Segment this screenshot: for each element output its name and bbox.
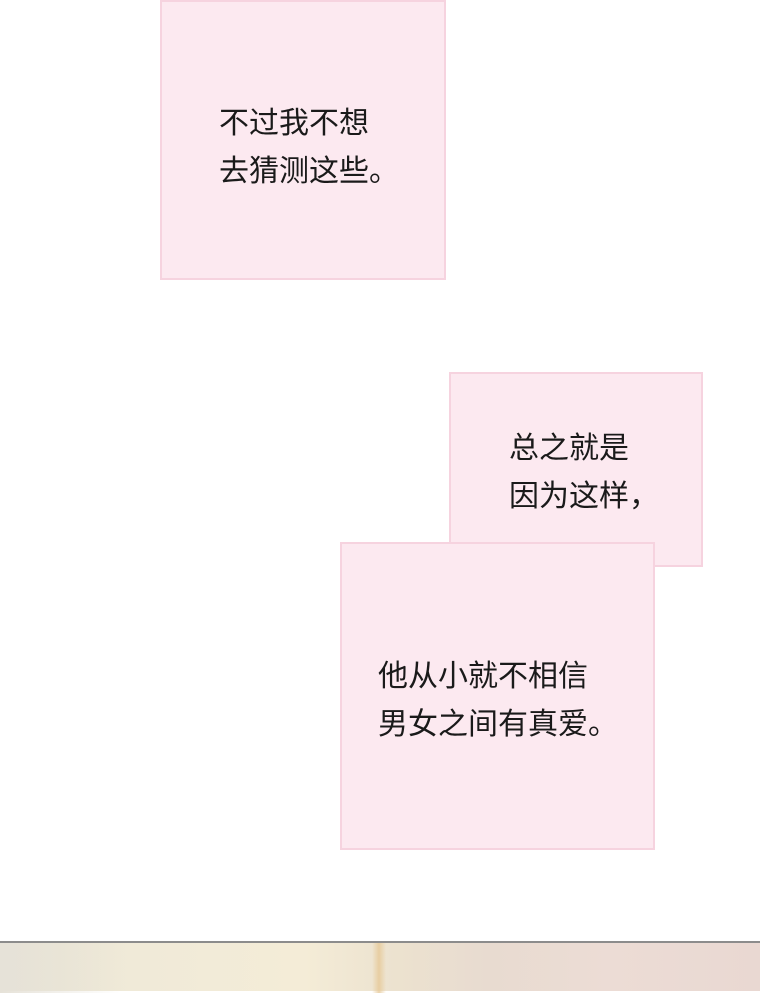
caption-merge-fill <box>451 544 653 565</box>
artwork-highlight <box>372 943 386 993</box>
caption-2-line-2: 因为这样， <box>509 479 659 514</box>
caption-1-line-2: 去猜测这些。 <box>219 154 399 189</box>
caption-text-1: 不过我不想 去猜测这些。 <box>219 100 399 196</box>
caption-text-2: 总之就是 因为这样， <box>509 425 659 521</box>
caption-3-line-1: 他从小就不相信 <box>378 659 588 694</box>
caption-box-2 <box>449 372 703 567</box>
caption-3-line-2: 男女之间有真爱。 <box>378 707 618 742</box>
caption-1-line-1: 不过我不想 <box>219 106 369 141</box>
caption-2-line-1: 总之就是 <box>509 431 629 466</box>
caption-text-3: 他从小就不相信 男女之间有真爱。 <box>378 653 618 749</box>
next-panel-artwork <box>0 941 760 993</box>
artwork-fade <box>0 943 120 993</box>
caption-box-1 <box>160 0 446 280</box>
caption-box-3 <box>340 542 655 850</box>
